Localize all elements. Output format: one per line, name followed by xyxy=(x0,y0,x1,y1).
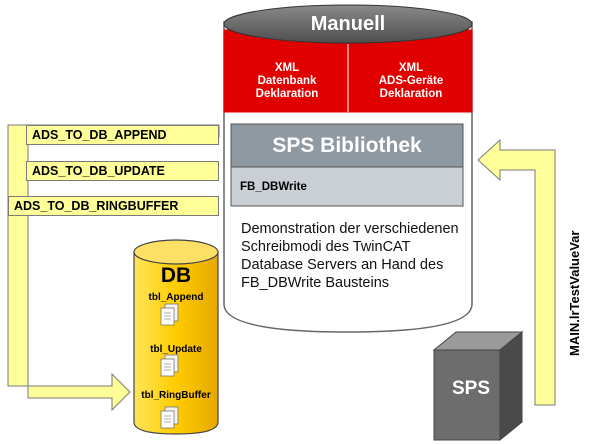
manuell-ellipse xyxy=(223,4,473,44)
declaration-line: Deklaration xyxy=(255,88,319,100)
declaration-line: XML xyxy=(398,62,424,74)
variable-label: MAIN.lrTestValueVar xyxy=(567,230,582,356)
plc-label: SPS xyxy=(451,378,491,399)
declaration-line: Deklaration xyxy=(379,88,443,100)
document-icon xyxy=(160,354,179,377)
table-label-append: tbl_Append xyxy=(148,292,204,303)
library-title: SPS Bibliothek xyxy=(272,134,422,157)
xml-ads-device-declaration: XML ADS-Geräte Deklaration xyxy=(350,62,472,101)
manuell-title: Manuell xyxy=(310,13,386,35)
variable-arrow xyxy=(477,138,556,406)
table-label-ringbuffer: tbl_RingBuffer xyxy=(141,390,211,401)
library-description: Demonstration der verschiedenen Schreibm… xyxy=(241,221,459,291)
declaration-line: Datenbank xyxy=(257,75,317,87)
table-label-update: tbl_Update xyxy=(150,344,202,355)
mode-label-append: ADS_TO_DB_APPEND xyxy=(26,125,219,145)
function-block-name: FB_DBWrite xyxy=(240,181,307,193)
declaration-line: XML xyxy=(274,62,300,74)
library-fb-row xyxy=(230,166,464,207)
plc-box-front xyxy=(433,349,501,441)
declaration-line: ADS-Geräte xyxy=(378,75,444,87)
db-cylinder-top xyxy=(133,239,219,265)
mode-label-ringbuffer: ADS_TO_DB_RINGBUFFER xyxy=(8,196,219,216)
document-icon xyxy=(160,303,179,326)
mode-label-update: ADS_TO_DB_UPDATE xyxy=(26,161,219,181)
xml-database-declaration: XML Datenbank Deklaration xyxy=(226,62,348,101)
db-cylinder xyxy=(133,251,219,435)
db-title: DB xyxy=(160,264,192,287)
document-icon xyxy=(160,406,179,429)
